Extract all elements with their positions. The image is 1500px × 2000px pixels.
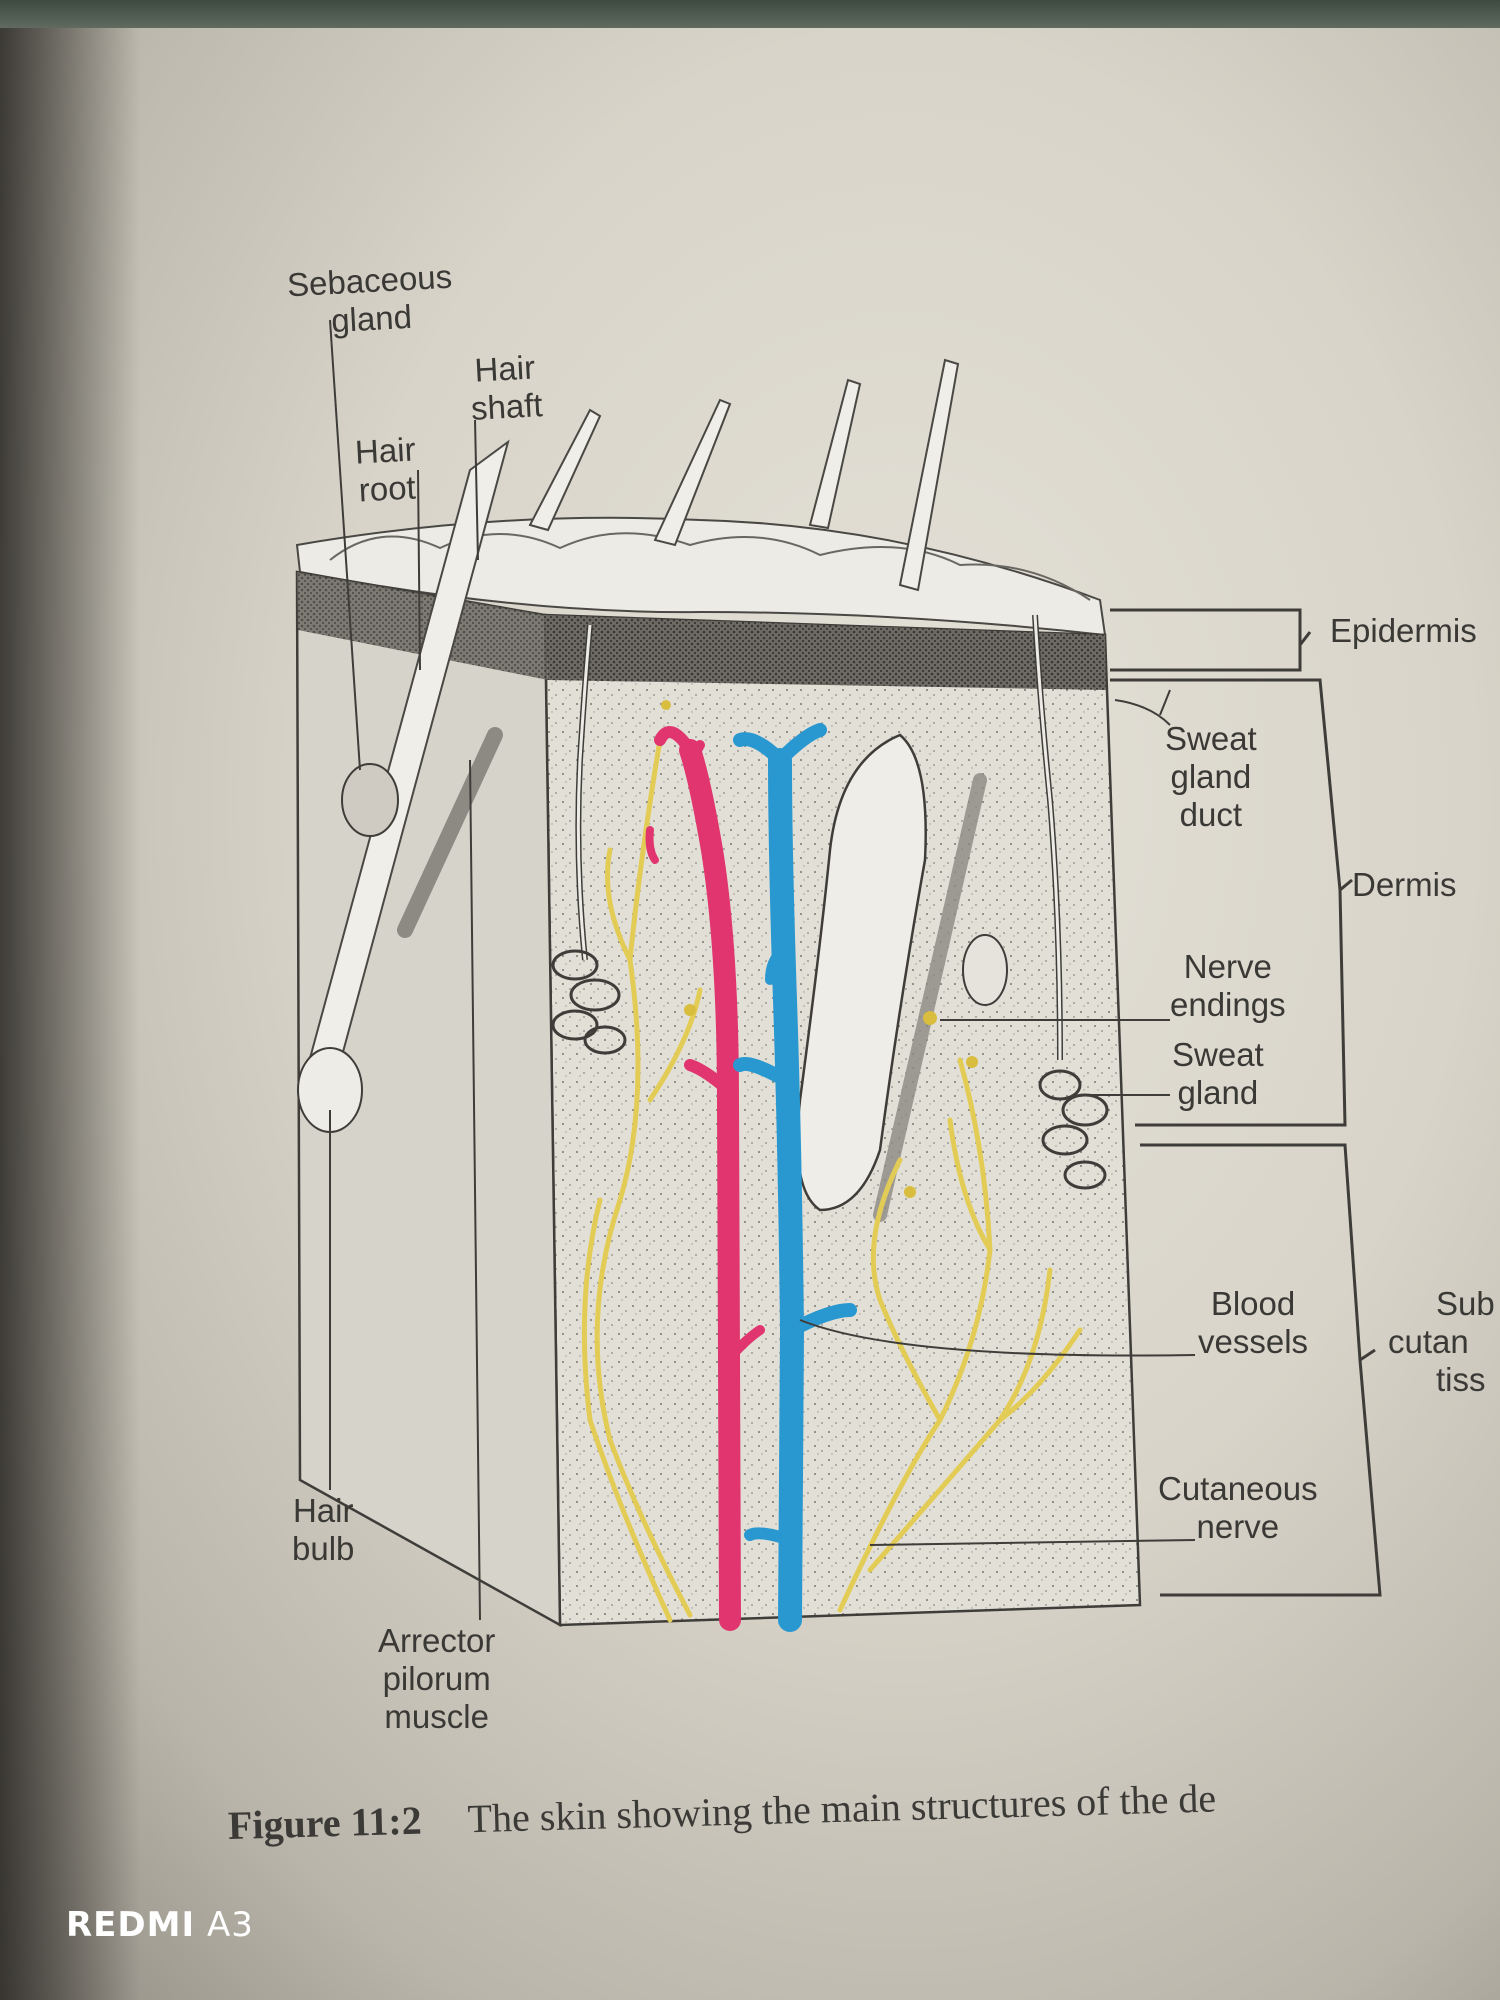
figure-number: Figure 11:2 xyxy=(227,1797,423,1848)
label-hair-bulb: Hair bulb xyxy=(292,1492,355,1567)
leader-lines xyxy=(329,319,1196,1621)
label-epidermis: Epidermis xyxy=(1330,612,1477,649)
label-sweat-gland: Sweat gland xyxy=(1172,1036,1264,1111)
label-cutaneous-nerve: Cutaneous nerve xyxy=(1158,1470,1318,1545)
label-dermis: Dermis xyxy=(1352,866,1457,903)
label-hair-shaft: Hair shaft xyxy=(470,348,544,427)
label-hair-root: Hair root xyxy=(354,430,417,509)
label-subcutaneous-tissue: Sub cutan tiss xyxy=(1388,1285,1495,1398)
label-sebaceous-gland: Sebaceous gland xyxy=(286,257,453,340)
camera-watermark: REDMI A3 xyxy=(66,1905,254,1945)
watermark-brand: REDMI xyxy=(66,1905,196,1945)
label-blood-vessels: Blood vessels xyxy=(1198,1285,1309,1360)
sebaceous-gland-shape xyxy=(341,763,399,837)
label-nerve-endings: Nerve endings xyxy=(1170,948,1286,1023)
label-sweat-gland-duct: Sweat gland duct xyxy=(1165,720,1257,833)
arrector-muscle-shape xyxy=(397,727,503,938)
nerves xyxy=(581,737,1083,1623)
layer-brackets xyxy=(1110,608,1382,1597)
sweat-gland-coil-right xyxy=(1038,1069,1109,1190)
label-arrector-pilorum-muscle: Arrector pilorum muscle xyxy=(378,1622,496,1735)
epidermis-band xyxy=(545,615,1106,690)
page-top-edge xyxy=(0,0,1500,28)
follicle-sheath xyxy=(796,733,927,1212)
page-shadow xyxy=(0,0,140,2000)
vein xyxy=(733,723,857,1632)
sweat-gland-coil-left xyxy=(551,949,627,1055)
artery xyxy=(645,726,765,1631)
watermark-model: A3 xyxy=(206,1905,254,1945)
